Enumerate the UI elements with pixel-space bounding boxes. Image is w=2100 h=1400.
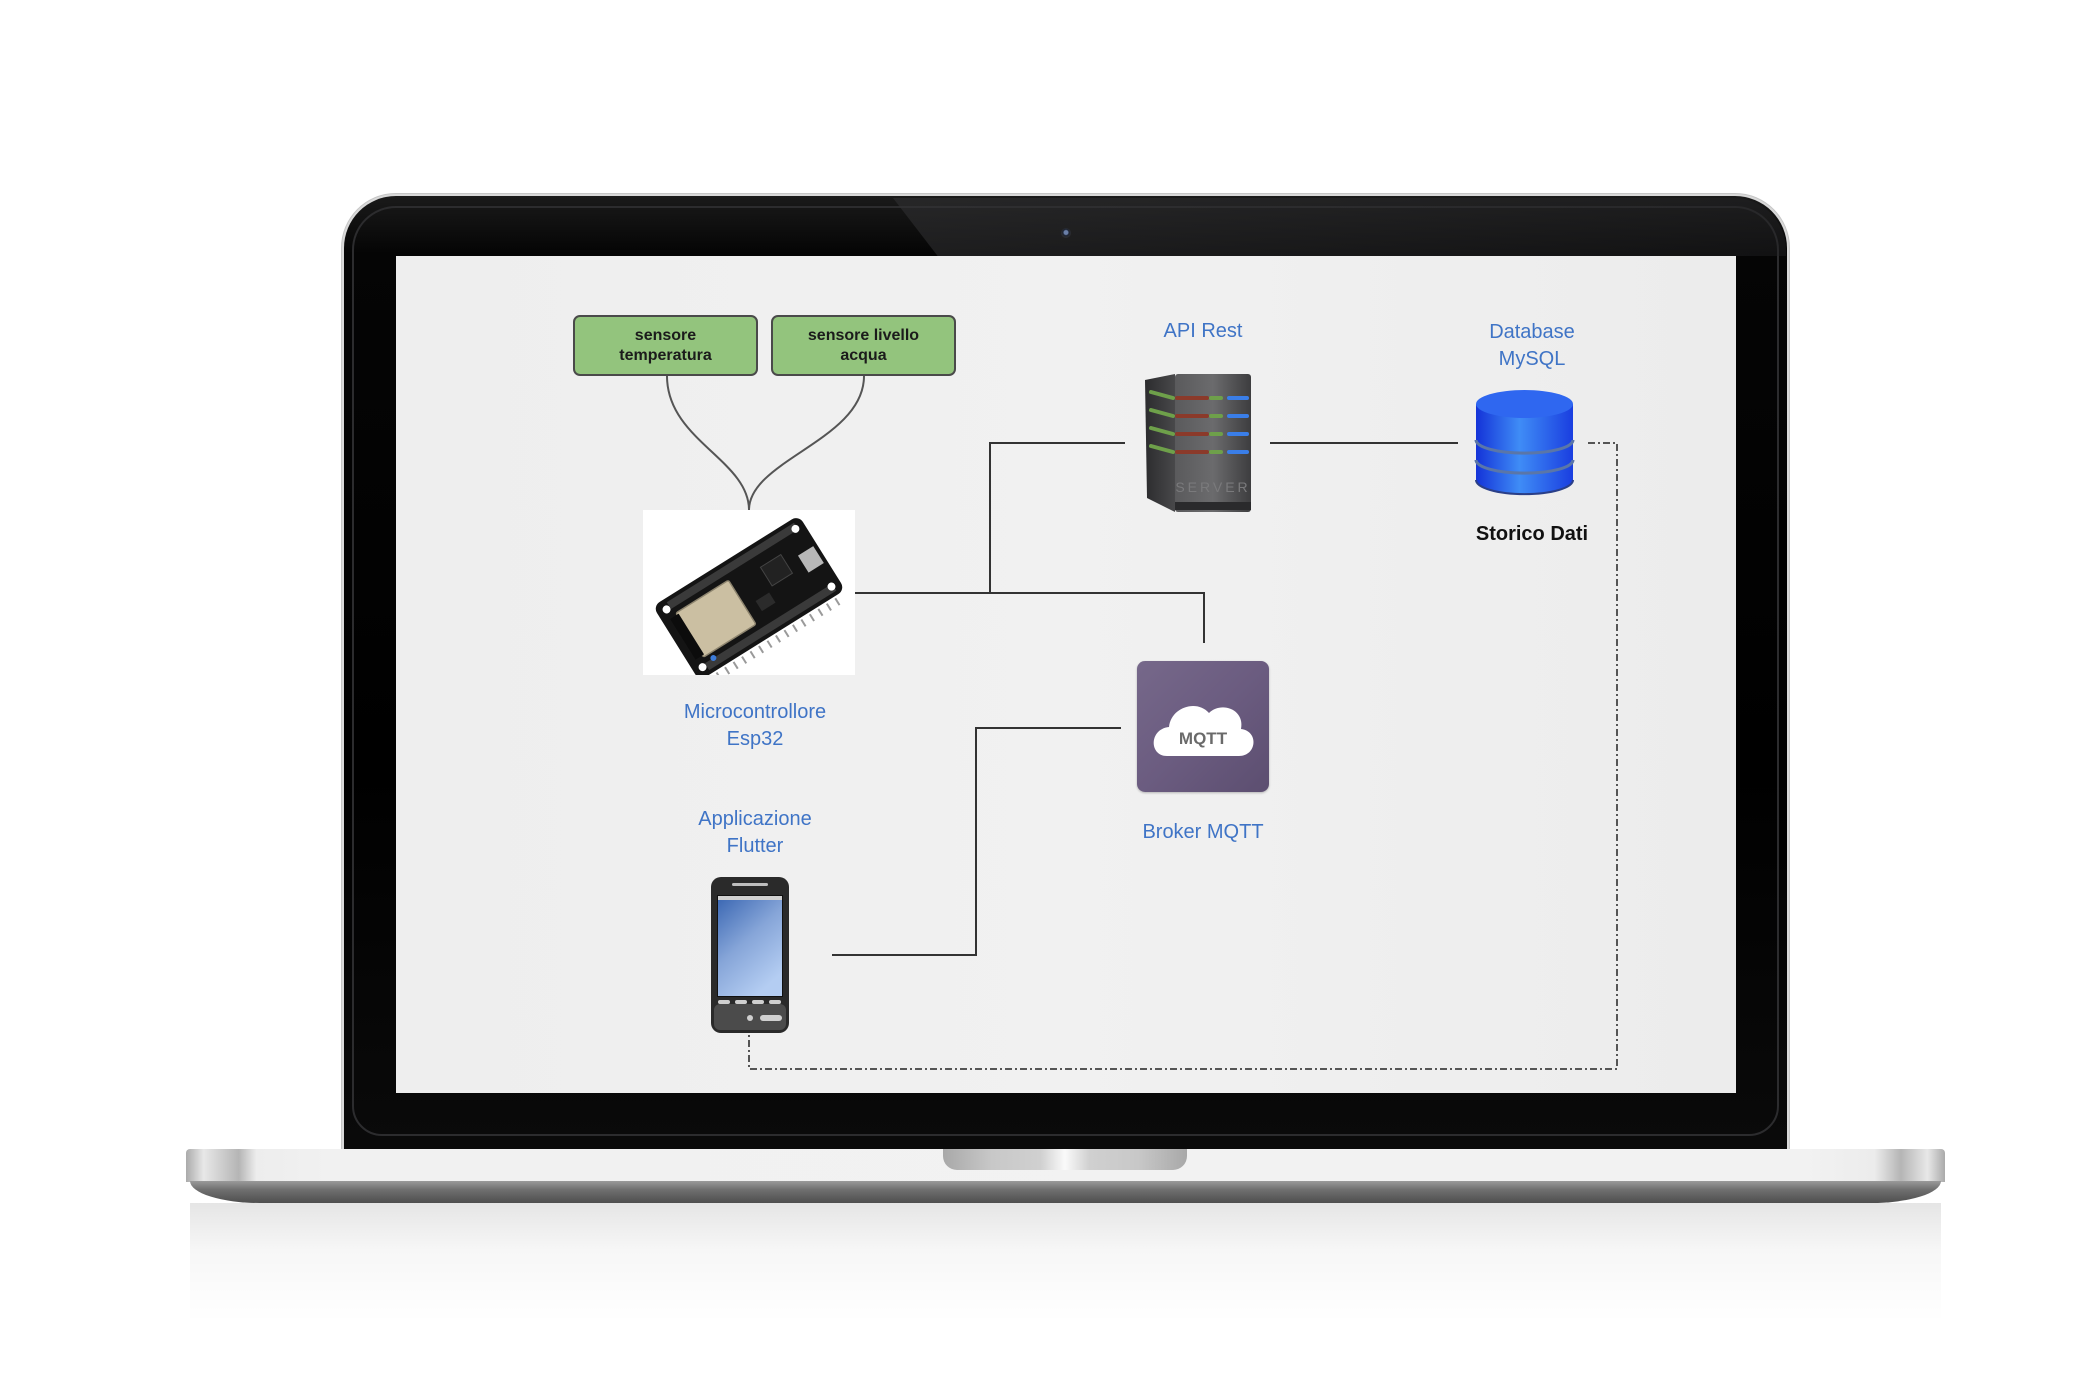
app-label-line1: Applicazione — [698, 808, 812, 830]
flutter-app-node[interactable] — [710, 876, 790, 1034]
database-icon — [1474, 390, 1575, 496]
laptop-opening-notch — [943, 1149, 1187, 1170]
sensor-livello-line1: sensore livello — [807, 326, 920, 344]
database-label-line1: Database — [1489, 321, 1575, 343]
smartphone-icon — [711, 877, 789, 1033]
database-label-line2: MySQL — [1498, 348, 1566, 370]
sensor-temperatura-line1: sensore — [634, 326, 697, 344]
sensor-temperatura-line2: temperatura — [619, 346, 712, 364]
microcontroller-label-line2: Esp32 — [726, 728, 784, 750]
broker-label: Broker MQTT — [1142, 821, 1264, 843]
webcam-icon — [1061, 228, 1071, 238]
laptop-reflection — [190, 1203, 1941, 1323]
server-node[interactable]: SERVER — [1145, 370, 1253, 514]
esp32-board-image[interactable] — [643, 510, 855, 680]
mqtt-icon-text: MQTT — [1179, 729, 1228, 748]
esp32-board-icon — [655, 518, 843, 680]
microcontroller-label: Microcontrollore Esp32 — [625, 699, 885, 753]
laptop-base-bottom — [190, 1181, 1941, 1203]
microcontroller-label-line1: Microcontrollore — [683, 701, 827, 723]
database-node[interactable] — [1473, 388, 1576, 498]
database-caption: Storico Dati — [1475, 523, 1589, 545]
mqtt-broker-node[interactable]: MQTT — [1137, 661, 1269, 792]
sensor-temperatura-box[interactable]: sensore temperatura — [573, 315, 758, 376]
server-icon-text: SERVER — [1175, 479, 1250, 495]
api-rest-label: API Rest — [1163, 320, 1243, 342]
bezel-glare — [893, 198, 1786, 256]
app-label: Applicazione Flutter — [625, 806, 885, 860]
laptop-screen — [396, 256, 1736, 1093]
sensor-livello-line2: acqua — [840, 346, 887, 364]
sensor-livello-acqua-box[interactable]: sensore livello acqua — [771, 315, 956, 376]
app-label-line2: Flutter — [726, 835, 784, 857]
server-icon: SERVER — [1145, 374, 1251, 512]
database-label: Database MySQL — [1402, 319, 1662, 373]
mqtt-cloud-icon: MQTT — [1153, 705, 1254, 756]
